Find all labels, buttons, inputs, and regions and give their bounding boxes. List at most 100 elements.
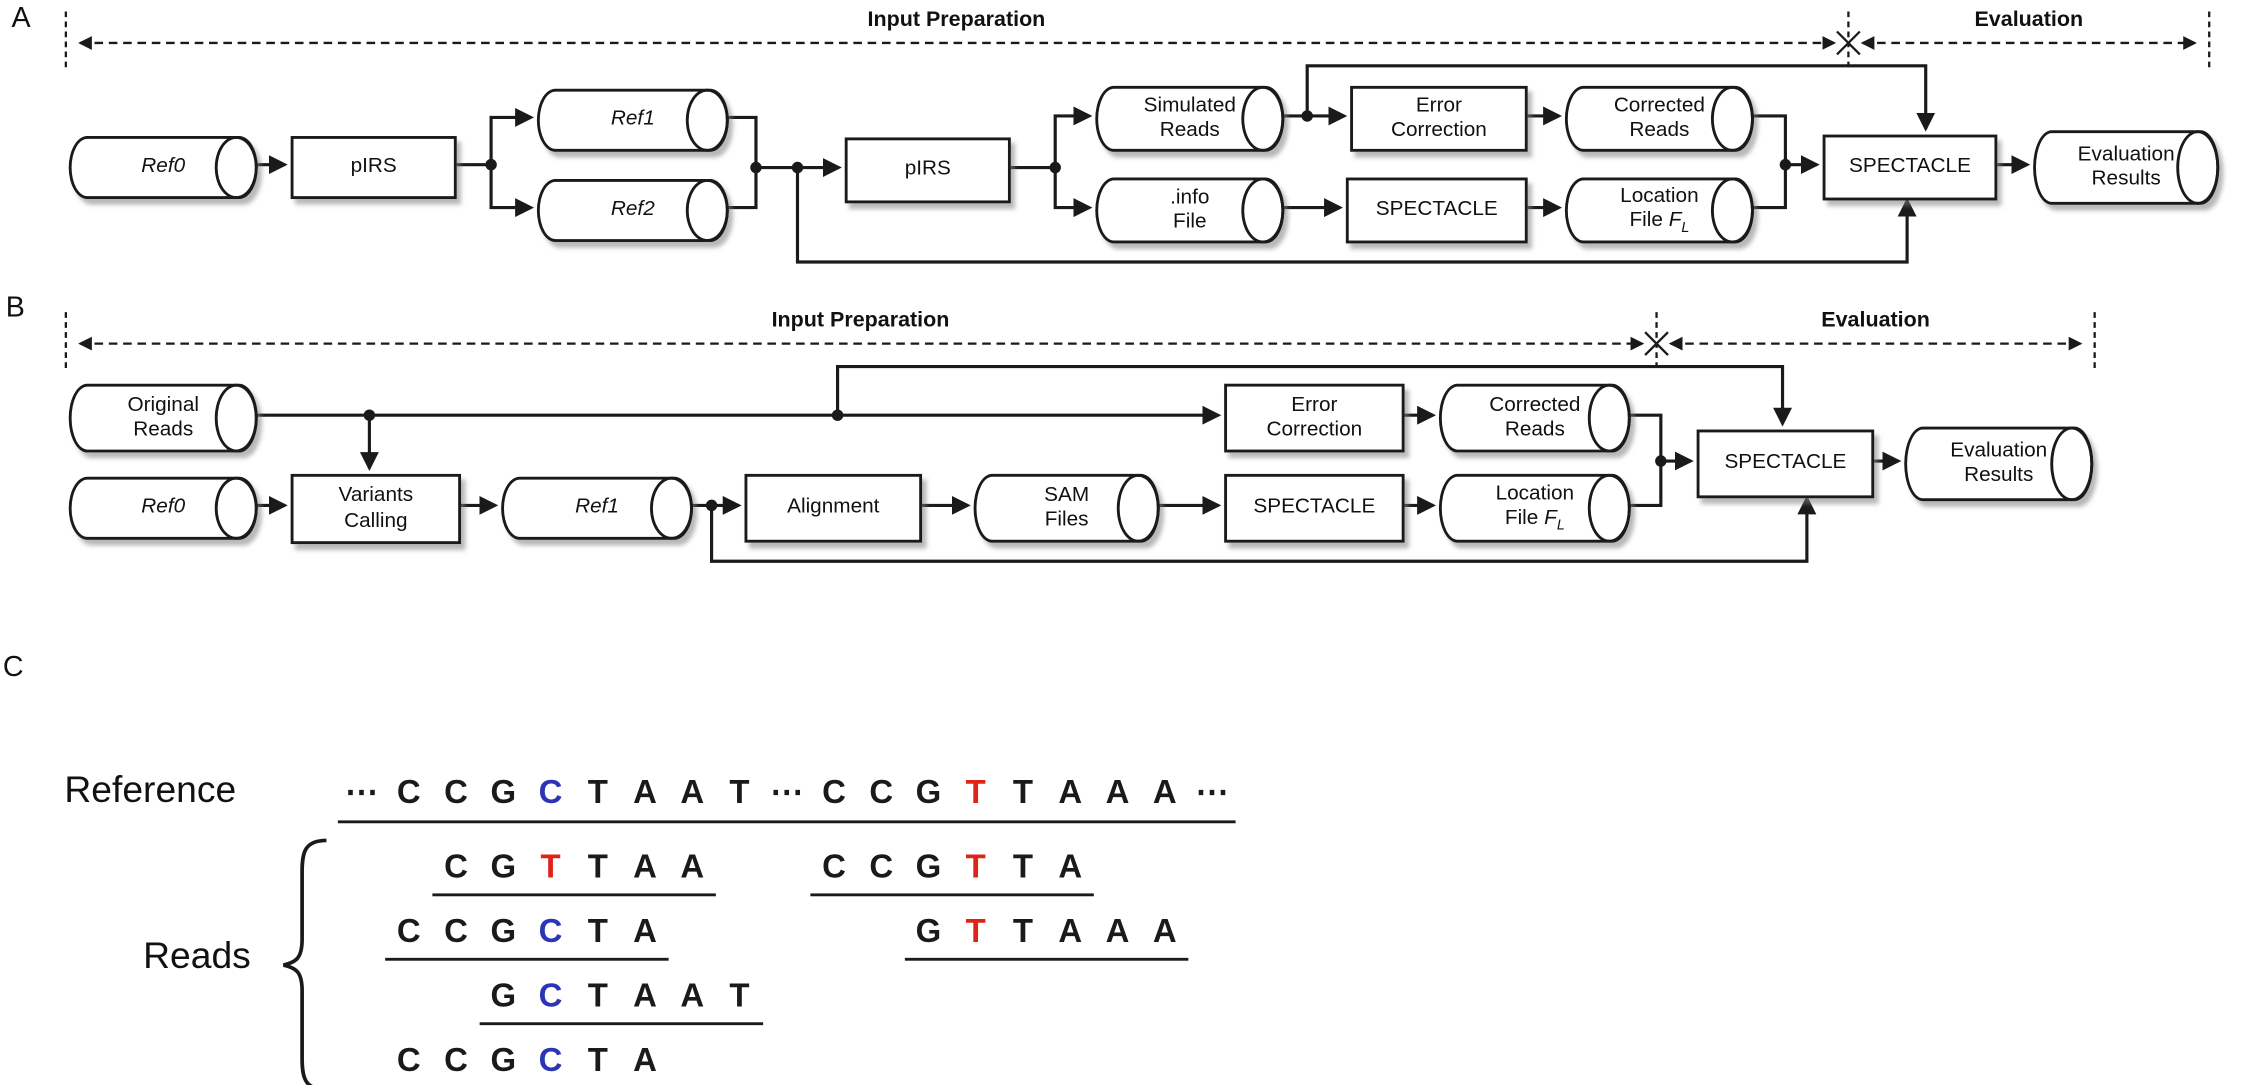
seq-letter: T: [587, 847, 608, 885]
seq-letter: A: [1105, 912, 1130, 950]
seq-letter: T: [540, 847, 561, 885]
seq-letter: G: [490, 773, 517, 811]
node-a-pirs-2: pIRS: [844, 137, 1011, 204]
node-a-spectacle-eval: SPECTACLE: [1822, 134, 1998, 201]
seq-letter: A: [680, 847, 705, 885]
seq-letter: C: [869, 773, 894, 811]
seq-letter: G: [915, 847, 942, 885]
seq-letter: C: [538, 1040, 563, 1079]
seq-letter: T: [587, 912, 608, 950]
seq-letter: A: [633, 976, 657, 1014]
node-label: SPECTACLE: [1724, 451, 1847, 475]
node-a-simulated-reads: Simulated Reads: [1095, 85, 1285, 152]
seq-letter: A: [1105, 773, 1130, 811]
node-b-ref1: Ref1: [501, 476, 693, 540]
seq-letter: T: [965, 773, 986, 811]
node-a-ref1: Ref1: [536, 88, 729, 152]
reads-label: Reads: [143, 933, 251, 977]
seq-letter: T: [587, 1040, 608, 1079]
node-label: Variants Calling: [338, 484, 414, 532]
seq-letter: G: [915, 773, 942, 811]
seq-letter: A: [1152, 773, 1177, 811]
junction-dots: [363, 110, 1792, 512]
solid-arrows-panel-a: [251, 64, 2031, 264]
panel-label-c: C: [2, 651, 24, 683]
seq-letter: C: [396, 912, 421, 950]
node-a-error-correction: Error Correction: [1350, 85, 1528, 152]
node-b-original-reads: Original Reads: [68, 383, 258, 453]
seq-letter: G: [490, 847, 517, 885]
seq-letter: G: [915, 912, 942, 950]
node-b-evaluation-results: Evaluation Results: [1904, 426, 2094, 502]
node-label: pIRS: [350, 155, 397, 179]
seq-letter: T: [965, 912, 986, 950]
seq-letter: T: [1012, 912, 1034, 950]
node-label: Ref0: [141, 496, 186, 519]
seq-letter: ⋯: [770, 773, 804, 811]
seq-letter: G: [490, 976, 517, 1014]
seq-letter: C: [538, 912, 563, 950]
node-label: Simulated Reads: [1143, 94, 1236, 142]
seq-letter: T: [587, 773, 608, 811]
seq-letter: C: [444, 773, 468, 811]
seq-letter: C: [869, 847, 894, 885]
node-a-pirs-1: pIRS: [290, 136, 457, 200]
node-label: Original Reads: [127, 393, 199, 441]
node-label: Ref2: [610, 198, 655, 222]
seq-letter: C: [444, 847, 468, 885]
node-label: SPECTACLE: [1375, 198, 1498, 222]
node-label: Error Correction: [1266, 393, 1363, 441]
node-label: Ref0: [141, 155, 186, 179]
node-a-ref2: Ref2: [536, 178, 729, 242]
node-b-sam-files: SAM Files: [973, 473, 1160, 543]
node-b-ref0: Ref0: [68, 476, 258, 540]
node-a-spectacle-correction: SPECTACLE: [1345, 177, 1528, 244]
seq-letter: A: [1058, 847, 1083, 885]
seq-letter: A: [1058, 773, 1083, 811]
seq-letter: A: [633, 912, 657, 950]
seq-letter: C: [822, 773, 846, 811]
node-b-spectacle-eval: SPECTACLE: [1696, 429, 1875, 499]
seq-letter: C: [822, 847, 846, 885]
node-a-info-file: .info File: [1095, 177, 1285, 244]
phase-label-input-preparation-a: Input Preparation: [867, 7, 1046, 32]
phase-label-evaluation-a: Evaluation: [1974, 7, 2084, 32]
reads-brace: [283, 838, 327, 1085]
seq-letter: A: [680, 976, 705, 1014]
seq-letter: A: [1152, 912, 1177, 950]
seq-letter: T: [729, 773, 750, 811]
seq-letter: T: [1012, 847, 1034, 885]
node-b-corrected-reads: Corrected Reads: [1438, 383, 1631, 453]
seq-letter: A: [633, 847, 657, 885]
node-a-corrected-reads: Corrected Reads: [1564, 85, 1754, 152]
node-label: Alignment: [787, 496, 880, 519]
seq-letter: C: [444, 912, 468, 950]
node-label: SAM Files: [1044, 483, 1090, 532]
node-label: Ref1: [575, 496, 619, 519]
phase-label-evaluation-b: Evaluation: [1821, 307, 1930, 333]
seq-letter: A: [633, 773, 657, 811]
seq-letter: ⋯: [1195, 773, 1229, 811]
node-b-alignment: Alignment: [744, 473, 923, 543]
node-label: .info File: [1170, 185, 1210, 234]
node-label: Corrected Reads: [1489, 393, 1581, 441]
node-label: Ref1: [610, 108, 655, 131]
seq-letter: C: [538, 773, 563, 811]
seq-letter: T: [965, 847, 986, 885]
node-label: pIRS: [904, 158, 951, 182]
node-label: SPECTACLE: [1253, 496, 1376, 519]
seq-letter: A: [680, 773, 705, 811]
